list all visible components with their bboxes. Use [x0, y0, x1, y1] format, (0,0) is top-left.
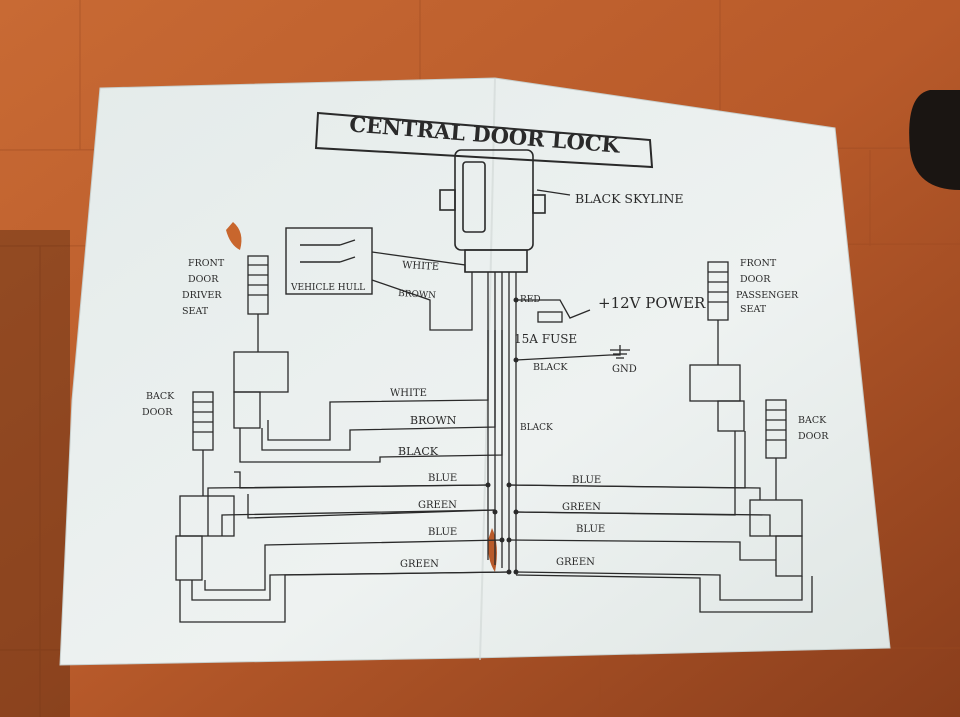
wire-label-black-right: BLACK — [520, 423, 553, 433]
label-back-left: BACK DOOR — [142, 391, 175, 418]
wire-label-blue-1-left: BLUE — [428, 473, 457, 484]
actuator-front-right — [689, 261, 745, 432]
wire-label-green-1-right: GREEN — [562, 502, 601, 513]
ground-label: GND — [612, 364, 637, 375]
control-unit-label: BLACK SKYLINE — [575, 191, 684, 206]
front-left-line-1: FRONT — [188, 258, 225, 269]
black-object — [909, 90, 960, 190]
switch-box — [285, 227, 373, 295]
front-right-line-2: DOOR — [740, 274, 771, 285]
wire-label-green-1-left: GREEN — [418, 500, 457, 511]
wire-label-blue-2-right: BLUE — [576, 524, 605, 535]
wire-label-black-gnd: BLACK — [533, 362, 568, 373]
wire-label-black-left: BLACK — [398, 445, 439, 458]
power-label: +12V POWER — [598, 294, 706, 312]
wire-label-white-top: WHITE — [402, 260, 439, 273]
wire-label-brown-top: BROWN — [398, 289, 436, 301]
wire-labels: WHITE BROWN BLACK BLACK BLUE BLUE GREEN … — [390, 388, 605, 570]
right-harness — [508, 431, 813, 613]
back-left-line-1: BACK — [146, 391, 175, 402]
label-front-left: FRONT DOOR DRIVER SEAT — [182, 258, 225, 317]
power-circuit — [515, 299, 630, 361]
shadow — [0, 230, 70, 717]
front-left-line-2: DOOR — [188, 274, 219, 285]
label-back-right: BACK DOOR — [798, 415, 829, 442]
label-front-right: FRONT DOOR PASSENGER SEAT — [736, 258, 799, 315]
switch-wires — [371, 251, 473, 331]
front-right-line-3: PASSENGER — [736, 290, 799, 301]
back-right-line-2: DOOR — [798, 431, 829, 442]
wire-label-white-left: WHITE — [390, 388, 427, 399]
wire-label-green-2-right: GREEN — [556, 557, 595, 568]
actuator-back-left — [175, 391, 235, 581]
tear-left — [226, 222, 242, 250]
control-unit — [439, 149, 546, 273]
wire-label-blue-2-left: BLUE — [428, 527, 457, 538]
wire-label-green-2-left: GREEN — [400, 559, 439, 570]
actuator-front-left — [233, 255, 289, 429]
junction-dots — [485, 297, 519, 575]
back-right-line-1: BACK — [798, 415, 827, 426]
front-left-line-3: DRIVER — [182, 290, 222, 301]
actuator-back-right — [749, 399, 803, 577]
wire-label-brown-left: BROWN — [410, 414, 457, 427]
switch-label: VEHICLE HULL — [290, 283, 365, 293]
left-harness — [179, 330, 510, 623]
front-right-line-1: FRONT — [740, 258, 777, 269]
wire-label-red: RED — [520, 295, 541, 305]
front-right-line-4: SEAT — [740, 304, 767, 315]
wire-label-blue-1-right: BLUE — [572, 475, 601, 486]
front-left-line-4: SEAT — [182, 306, 209, 317]
paper-sheet — [59, 77, 891, 666]
fuse-label: 15A FUSE — [514, 332, 577, 346]
unit-pointer — [536, 189, 571, 196]
back-left-line-2: DOOR — [142, 407, 173, 418]
